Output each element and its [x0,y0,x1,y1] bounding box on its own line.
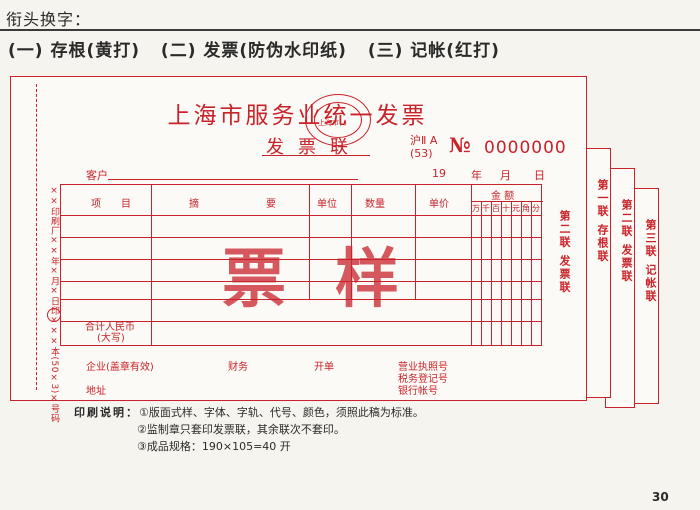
row-line [61,321,541,322]
date-century: 19 [432,167,446,180]
amount-divider [511,201,512,345]
amount-header-line [471,201,543,202]
note-item: ③成品规格：190×105=40 开 [137,440,291,453]
watermark-char-1: 票 [222,242,286,317]
col-divider [309,185,310,299]
header-rule [0,29,700,31]
copy2-side-label: 第二联 发票联 [558,210,571,294]
row-line [61,215,541,216]
invoice-sheet [10,76,587,401]
header-title: 衔头换字： [6,10,92,29]
footer-license: 营业执照号 [398,362,448,373]
amount-divider [481,201,482,345]
sheet-copy-3-label: 第三联 记帐联 [644,219,657,303]
official-seal-inner [314,102,362,138]
amount-unit: 万 [472,204,480,213]
invoice-copy-name: 发票联 [266,137,362,158]
col-header-summary: 摘 [189,199,199,210]
date-day-label: 日 [534,169,545,182]
series-code: 沪Ⅱ A (53) [410,134,437,160]
row-line [61,237,541,238]
row-line [61,259,541,260]
col-header-amount: 金 额 [491,191,515,202]
amount-divider [491,201,492,345]
amount-unit: 角 [522,204,530,213]
printer-stub-text: ××印刷厂××年×月×日印×××本(50×3)×号码 [49,186,59,424]
amount-unit: 千 [482,204,490,213]
col-header-price: 单价 [429,199,449,210]
amount-divider [531,201,532,345]
footer-address: 地址 [86,386,106,397]
footer-bank: 银行帐号 [398,386,438,397]
amount-divider [521,201,522,345]
printing-notes: 印刷说明：①版面式样、字体、字轨、代号、颜色，须照此稿为标准。 ②监制章只套印发… [74,404,424,455]
part-label-accounting: (三) 记帐(红打) [367,41,500,61]
binding-hole [47,308,61,322]
sheet-copy-2-label: 第二联 发票联 [620,199,633,283]
series-code-line2: (53) [410,147,433,160]
invoice-title: 上海市服务业统一发票 [167,103,428,129]
col-header-unit: 单位 [317,199,337,210]
amount-unit: 元 [512,204,520,213]
col-divider [471,185,472,345]
total-label-line2: (大写) [97,333,125,344]
serial-number: 0000000 [484,138,567,158]
col-header-item-2: 目 [121,199,131,210]
col-header-quantity: 数量 [365,199,385,210]
copy-name-underline [262,155,370,156]
amount-divider [501,201,502,345]
perforation-line [36,84,37,390]
official-seal-text: 上海市( ) [318,119,347,127]
footer-enterprise: 企业(盖章有效) [86,362,154,373]
note-item: ①版面式样、字体、字轨、代号、颜色，须照此稿为标准。 [139,406,424,419]
footer-tax: 税务登记号 [398,374,448,385]
sheet-copy-1-label: 第一联 存根联 [596,179,609,263]
row-line [61,281,541,282]
amount-unit: 分 [532,204,540,213]
date-month-label: 月 [500,169,511,182]
date-year-label: 年 [471,169,482,182]
customer-label: 客户 [86,169,108,182]
series-code-line1: 沪Ⅱ A [410,134,438,147]
col-header-item: 项 [91,199,101,210]
number-sign: № [449,133,471,157]
row-line [61,299,541,300]
page-number: 30 [652,490,669,504]
official-seal [305,94,371,146]
col-divider [351,185,352,299]
footer-issuer: 开单 [314,362,334,373]
part-label-invoice: (二) 发票(防伪水印纸) [160,41,347,61]
total-label: 合计人民币 (大写) [85,322,135,344]
watermark-char-2: 样 [335,242,399,317]
part-labels: (一) 存根(黄打) (二) 发票(防伪水印纸) (三) 记帐(红打) [8,36,514,61]
part-label-stub: (一) 存根(黄打) [8,41,140,61]
footer-finance: 财务 [228,362,248,373]
invoice-table: 项 目 摘 要 单位 数量 单价 金 额 万 千 百 十 元 角 分 合计人民币… [60,184,543,346]
customer-field-line [108,179,358,180]
amount-unit: 十 [502,204,510,213]
col-divider [415,185,416,299]
col-divider [151,185,152,345]
amount-unit: 百 [492,204,500,213]
printing-notes-label: 印刷说明： [74,406,139,419]
note-item: ②监制章只套印发票联，其余联次不套印。 [137,423,345,436]
total-label-line1: 合计人民币 [85,322,135,333]
col-header-summary-2: 要 [266,199,276,210]
